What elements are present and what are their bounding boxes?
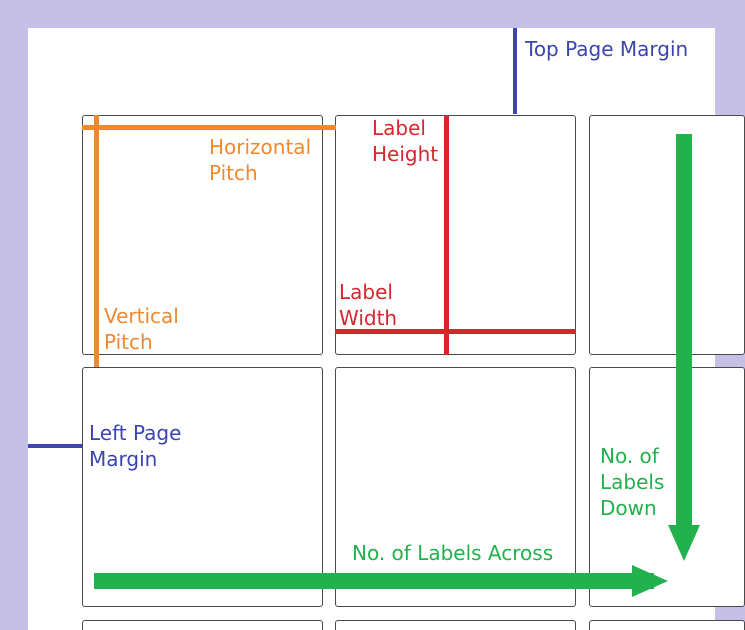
horizontal-pitch-line (82, 125, 336, 130)
label-cell-r2c2 (335, 367, 576, 607)
labels-across-arrow-head (632, 565, 668, 597)
labels-down-arrow-shaft (676, 134, 692, 540)
left-margin-line (28, 444, 82, 448)
labels-across-label: No. of Labels Across (352, 541, 554, 565)
vertical-pitch-line (94, 115, 99, 367)
top-page-margin-label: Top Page Margin (525, 37, 689, 61)
label-height-label: Label Height (372, 116, 439, 166)
label-cell-r2c3 (589, 367, 745, 607)
label-height-line (444, 115, 449, 355)
label-cell-r3c2 (335, 620, 576, 630)
horizontal-pitch-label: Horizontal Pitch (209, 135, 312, 185)
label-cell-r1c3 (589, 115, 745, 355)
label-cell-r2c1 (82, 367, 323, 607)
label-width-line (335, 329, 576, 334)
vertical-pitch-label: Vertical Pitch (104, 304, 179, 354)
label-cell-r3c1 (82, 620, 323, 630)
label-width-label: Label Width (339, 280, 398, 330)
labels-down-arrow-head (668, 525, 700, 561)
left-page-margin-label: Left Page Margin (89, 421, 182, 471)
label-cell-r1c1 (82, 115, 323, 355)
labels-down-label: No. of Labels Down (600, 444, 665, 520)
top-margin-line (513, 28, 517, 114)
labels-across-arrow-shaft (94, 573, 654, 589)
label-cell-r1c2 (335, 115, 576, 355)
